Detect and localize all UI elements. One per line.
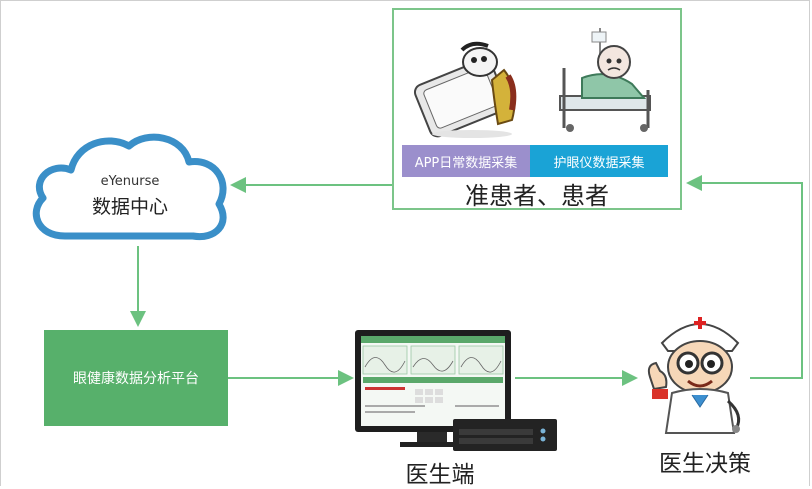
- analysis-platform-box: 眼健康数据分析平台: [44, 330, 228, 426]
- tablet-user-illustration: [413, 41, 517, 138]
- app-data-tag: APP日常数据采集: [402, 145, 530, 177]
- doctor-terminal-label: 医生端: [405, 462, 475, 488]
- doctor-illustration: [647, 317, 741, 434]
- cloud-en-label: eYenurse: [100, 174, 160, 189]
- clinic-terminal-illustration: [355, 330, 557, 451]
- arrow-doctor-to-panel: [686, 175, 803, 379]
- eye-device-data-tag: 护眼仪数据采集: [530, 145, 668, 177]
- patient-bed-illustration: [559, 28, 651, 132]
- cloud-icon: [32, 133, 227, 241]
- cloud-cn-label: 数据中心: [91, 196, 168, 218]
- doctor-decision-label: 医生决策: [659, 451, 751, 477]
- patients-label: 准患者、患者: [465, 182, 609, 210]
